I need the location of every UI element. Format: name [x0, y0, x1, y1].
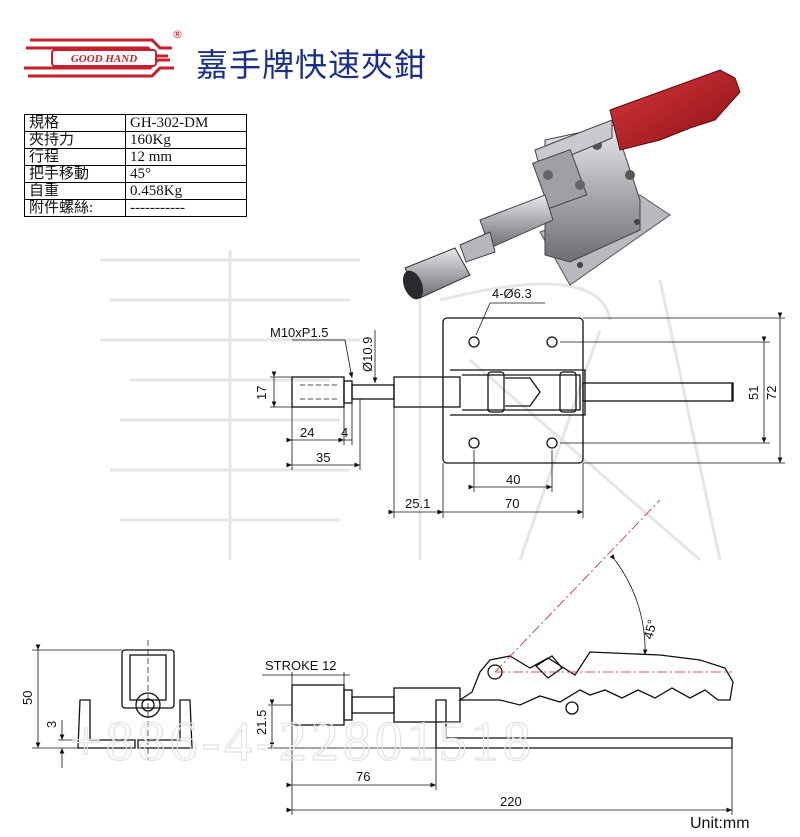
brand-name: GOOD HAND: [71, 53, 137, 65]
stroke-label: STROKE 12: [265, 658, 337, 673]
dim-21-5: 21.5: [254, 710, 269, 735]
registered-mark: ®: [172, 28, 182, 41]
good-hand-logo: GOOD HAND ®: [24, 28, 182, 78]
side-view-dimensions: [262, 554, 733, 815]
spec-row: 附件螺絲:-----------: [24, 199, 247, 217]
end-view: [77, 640, 193, 760]
end-view-dimensions: [32, 644, 122, 768]
page-title: 嘉手牌快速夾鉗: [196, 46, 428, 84]
dim-51: 51: [746, 386, 761, 400]
top-view: [291, 317, 734, 464]
dim-76: 76: [356, 769, 370, 784]
hole-callout: 4-Ø6.3: [492, 286, 532, 301]
dim-35: 35: [316, 450, 330, 465]
dim-70: 70: [505, 496, 519, 511]
dim-220: 220: [500, 794, 522, 809]
dim-4: 4: [341, 425, 348, 440]
angle-label: 45°: [640, 618, 660, 641]
side-view-dim-labels: 45° STROKE 12 21.5 76 220: [254, 618, 660, 809]
dim-25-1: 25.1: [405, 496, 430, 511]
side-view-centerlines: [494, 499, 732, 673]
top-view-dimensions: [270, 302, 785, 518]
clamp-3d-render: [402, 69, 741, 300]
dim-17: 17: [254, 386, 269, 400]
dim-72: 72: [764, 386, 779, 400]
phone-watermark: +886-4-22801518: [70, 711, 535, 773]
unit-label: Unit:mm: [690, 815, 750, 832]
thread-callout: M10xP1.5: [270, 325, 329, 340]
top-view-dim-labels: 4-Ø6.3 M10xP1.5 Ø10.9 17 24 4 35 40 25.1…: [254, 286, 779, 511]
dim-3: 3: [44, 721, 59, 728]
watermark-character: [100, 250, 722, 562]
end-view-dim-labels: 50 3: [20, 691, 59, 728]
dim-40: 40: [506, 472, 520, 487]
dim-50: 50: [20, 691, 35, 705]
diameter-label: Ø10.9: [360, 337, 375, 372]
dim-24: 24: [300, 425, 314, 440]
